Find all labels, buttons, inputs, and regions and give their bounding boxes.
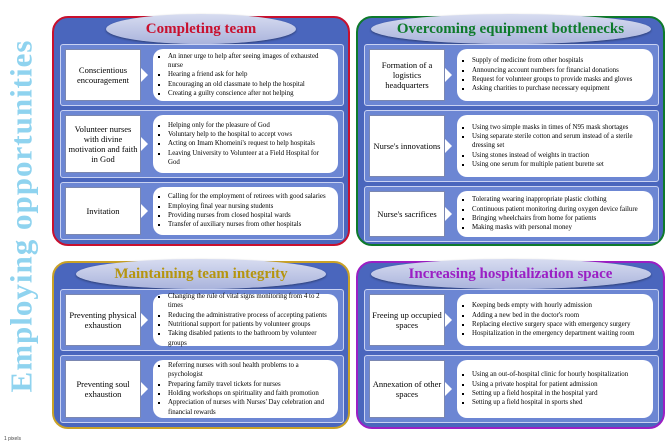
list-item: Leaving University to Volunteer at a Fie… xyxy=(168,149,332,168)
arrow-icon xyxy=(141,68,148,82)
list-item: Reducing the administrative process of a… xyxy=(168,311,332,320)
row-logistics-headquarters: Formation of a logistics headquarters Su… xyxy=(364,44,659,106)
row-freeing-up-occupied-spaces: Freeing up occupied spaces Keeping beds … xyxy=(364,289,659,351)
arrow-icon xyxy=(141,204,148,218)
list-item: Preparing family travel tickets for nurs… xyxy=(168,380,332,389)
list-item: Using a private hospital for patient adm… xyxy=(472,380,628,389)
arrow-icon xyxy=(445,139,452,153)
row-preventing-physical-exhaustion: Preventing physical exhaustion Changing … xyxy=(60,289,344,351)
arrow-icon xyxy=(445,68,452,82)
list-item: Using two simple masks in times of N95 m… xyxy=(472,123,647,132)
category-freeing-up-occupied-spaces: Freeing up occupied spaces xyxy=(369,294,445,346)
panel-title-completing-team: Completing team xyxy=(106,14,296,44)
row-volunteer-nurses: Volunteer nurses with divine motivation … xyxy=(60,110,344,178)
list-item: Appreciation of nurses with Nurses' Day … xyxy=(168,398,332,417)
list-item: Taking disabled patients to the bathroom… xyxy=(168,329,332,348)
items-preventing-soul-exhaustion: Referring nurses with soul health proble… xyxy=(153,360,338,418)
category-invitation: Invitation xyxy=(65,187,141,235)
row-nurses-sacrifices: Nurse's sacrifices Tolerating wearing in… xyxy=(364,186,659,242)
list-item: Transfer of auxiliary nurses from other … xyxy=(168,220,326,229)
list-item: Using one serum for multiple patient bur… xyxy=(472,160,647,169)
items-logistics-headquarters: Supply of medicine from other hospitals … xyxy=(457,49,653,101)
scale-label: 1 pixels xyxy=(4,436,21,442)
list-item: Adding a new bed in the doctor's room xyxy=(472,311,635,320)
list-item: Keeping beds empty with hourly admission xyxy=(472,301,635,310)
arrow-icon xyxy=(445,313,452,327)
category-nurses-innovations: Nurse's innovations xyxy=(369,115,445,177)
category-preventing-soul-exhaustion: Preventing soul exhaustion xyxy=(65,360,141,418)
list-item: Supply of medicine from other hospitals xyxy=(472,56,632,65)
panel-completing-team: Completing team Conscientious encouragem… xyxy=(52,14,350,246)
items-preventing-physical-exhaustion: Changing the rule of vital signs monitor… xyxy=(153,292,338,348)
panel-increasing-hospitalization-space: Increasing hospitalization space Freeing… xyxy=(356,259,665,429)
category-nurses-sacrifices: Nurse's sacrifices xyxy=(369,191,445,237)
arrow-icon xyxy=(141,313,148,327)
side-title: Employing opportunities xyxy=(3,39,38,392)
items-invitation: Calling for the employment of retirees w… xyxy=(153,187,338,235)
category-conscientious-encouragement: Conscientious encouragement xyxy=(65,49,141,101)
list-item: Setting up a field hospital in the hospi… xyxy=(472,389,628,398)
category-annexation-of-other-spaces: Annexation of other spaces xyxy=(369,360,445,418)
panel-maintaining-team-integrity: Maintaining team integrity Preventing ph… xyxy=(52,259,350,429)
arrow-icon xyxy=(141,137,148,151)
list-item: Helping only for the pleasure of God xyxy=(168,121,332,130)
list-item: Tolerating wearing inappropriate plastic… xyxy=(472,195,638,204)
list-item: Changing the rule of vital signs monitor… xyxy=(168,292,332,311)
list-item: Holding workshops on spirituality and fa… xyxy=(168,389,332,398)
arrow-icon xyxy=(141,382,148,396)
list-item: Nutritional support for patients by volu… xyxy=(168,320,332,329)
list-item: Request for volunteer groups to provide … xyxy=(472,75,632,84)
items-nurses-innovations: Using two simple masks in times of N95 m… xyxy=(457,115,653,177)
list-item: An inner urge to help after seeing image… xyxy=(168,52,332,71)
list-item: Employing final year nursing students xyxy=(168,202,326,211)
list-item: Announcing account numbers for financial… xyxy=(472,66,632,75)
category-logistics-headquarters: Formation of a logistics headquarters xyxy=(369,49,445,101)
list-item: Providing nurses from closed hospital wa… xyxy=(168,211,326,220)
list-item: Asking charities to purchase necessary e… xyxy=(472,84,632,93)
list-item: Voluntary help to the hospital to accept… xyxy=(168,130,332,139)
row-preventing-soul-exhaustion: Preventing soul exhaustion Referring nur… xyxy=(60,355,344,423)
list-item: Referring nurses with soul health proble… xyxy=(168,361,332,380)
items-freeing-up-occupied-spaces: Keeping beds empty with hourly admission… xyxy=(457,294,653,346)
row-annexation-of-other-spaces: Annexation of other spaces Using an out-… xyxy=(364,355,659,423)
panel-title-increasing-hospitalization-space: Increasing hospitalization space xyxy=(370,259,651,289)
row-nurses-innovations: Nurse's innovations Using two simple mas… xyxy=(364,110,659,182)
row-invitation: Invitation Calling for the employment of… xyxy=(60,182,344,240)
list-item: Replacing elective surgery space with em… xyxy=(472,320,635,329)
list-item: Bringing wheelchairs from home for patie… xyxy=(472,214,638,223)
list-item: Encouraging an old classmate to help the… xyxy=(168,80,332,89)
items-volunteer-nurses: Helping only for the pleasure of God Vol… xyxy=(153,115,338,173)
items-conscientious-encouragement: An inner urge to help after seeing image… xyxy=(153,49,338,101)
list-item: Making masks with personal money xyxy=(472,223,638,232)
list-item: Calling for the employment of retirees w… xyxy=(168,192,326,201)
panel-title-maintaining-team-integrity: Maintaining team integrity xyxy=(76,259,326,289)
list-item: Using an out-of-hospital clinic for hour… xyxy=(472,370,628,379)
panel-overcoming-equipment-bottlenecks: Overcoming equipment bottlenecks Formati… xyxy=(356,14,665,246)
row-conscientious-encouragement: Conscientious encouragement An inner urg… xyxy=(60,44,344,106)
list-item: Using separate sterile cotton and serum … xyxy=(472,132,647,151)
list-item: Hearing a friend ask for help xyxy=(168,70,332,79)
arrow-icon xyxy=(445,207,452,221)
list-item: Creating a guilty conscience after not h… xyxy=(168,89,332,98)
list-item: Continuous patient monitoring during oxy… xyxy=(472,205,638,214)
items-annexation-of-other-spaces: Using an out-of-hospital clinic for hour… xyxy=(457,360,653,418)
list-item: Acting on Imam Khomeini's request to hel… xyxy=(168,139,332,148)
category-preventing-physical-exhaustion: Preventing physical exhaustion xyxy=(65,294,141,346)
arrow-icon xyxy=(445,382,452,396)
list-item: Hospitalization in the emergency departm… xyxy=(472,329,635,338)
items-nurses-sacrifices: Tolerating wearing inappropriate plastic… xyxy=(457,191,653,237)
list-item: Setting up a field hospital in sports sh… xyxy=(472,398,628,407)
category-volunteer-nurses: Volunteer nurses with divine motivation … xyxy=(65,115,141,173)
panel-title-overcoming-equipment-bottlenecks: Overcoming equipment bottlenecks xyxy=(370,14,651,44)
list-item: Using stones instead of weights in tract… xyxy=(472,151,647,160)
